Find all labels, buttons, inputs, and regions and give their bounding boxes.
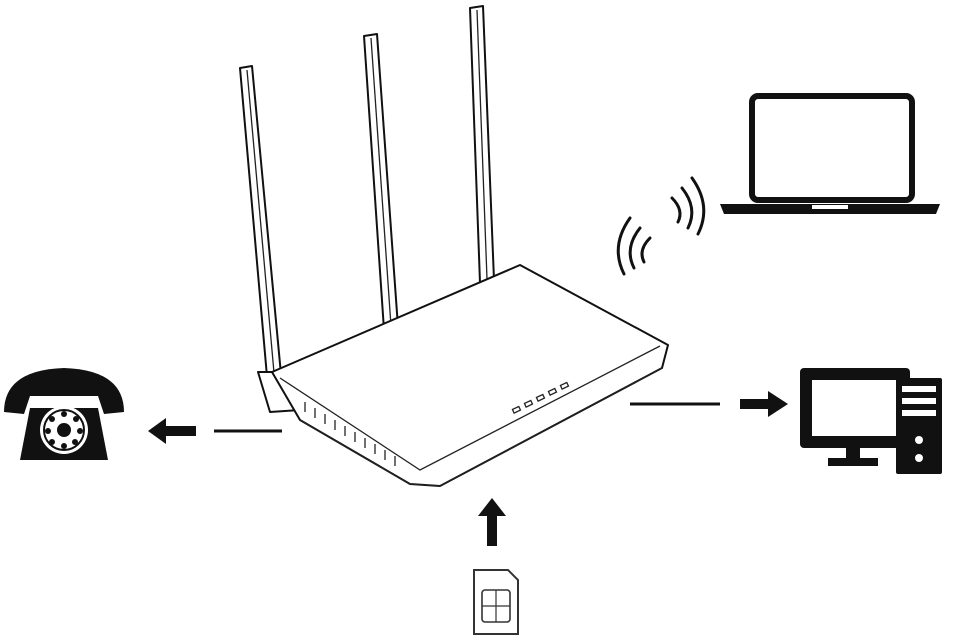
router-status-leds [511,381,570,414]
edge-router-to-desktop [630,391,788,417]
router-antenna-right [469,5,495,284]
rotary-telephone-icon [4,368,124,460]
arrow-up-icon [478,498,506,546]
edge-sim-to-router [478,498,506,546]
arrow-right-icon [740,391,788,417]
sim-card-icon [473,569,519,635]
router-vents [304,402,396,466]
wifi-signal-icon [616,176,706,276]
desktop-computer-icon [800,368,942,474]
edge-router-to-telephone [148,418,282,444]
router-antenna-left [239,65,283,389]
router-body [271,264,669,487]
laptop-icon [720,93,940,214]
router-antenna-middle [363,33,399,331]
wireless-router-icon [239,5,669,487]
arrow-left-icon [148,418,196,444]
